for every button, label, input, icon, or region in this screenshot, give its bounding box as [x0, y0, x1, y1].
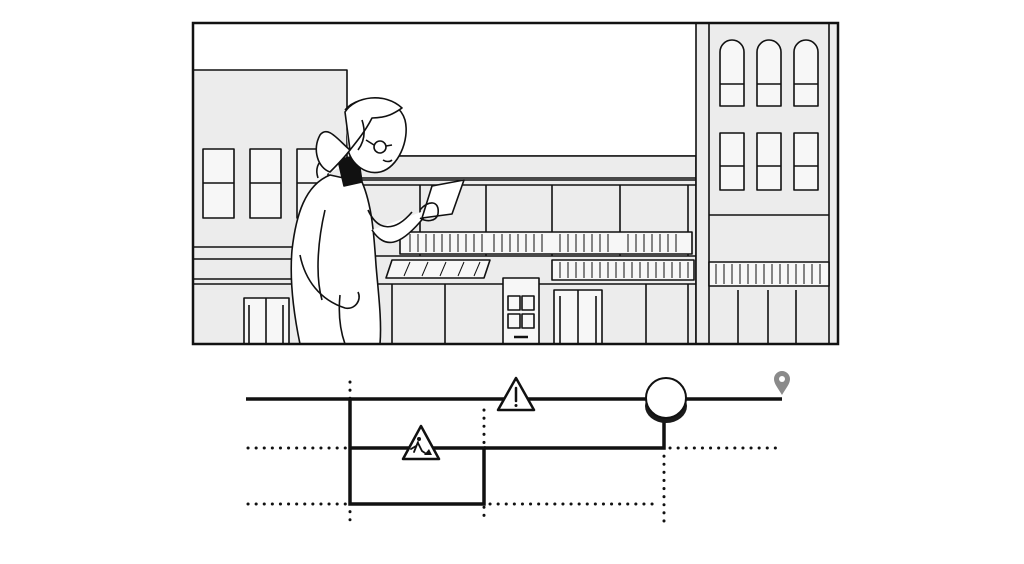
right-building [695, 23, 838, 344]
location-pin-icon [774, 371, 790, 395]
middle-building [359, 155, 697, 344]
woman-reading-figure [290, 97, 465, 344]
warning-icon [496, 376, 536, 412]
main-route [246, 397, 782, 506]
road-work-icon [401, 424, 441, 461]
route-diagram [246, 371, 790, 524]
position-marker [645, 377, 687, 423]
street-illustration-panel [191, 21, 840, 346]
